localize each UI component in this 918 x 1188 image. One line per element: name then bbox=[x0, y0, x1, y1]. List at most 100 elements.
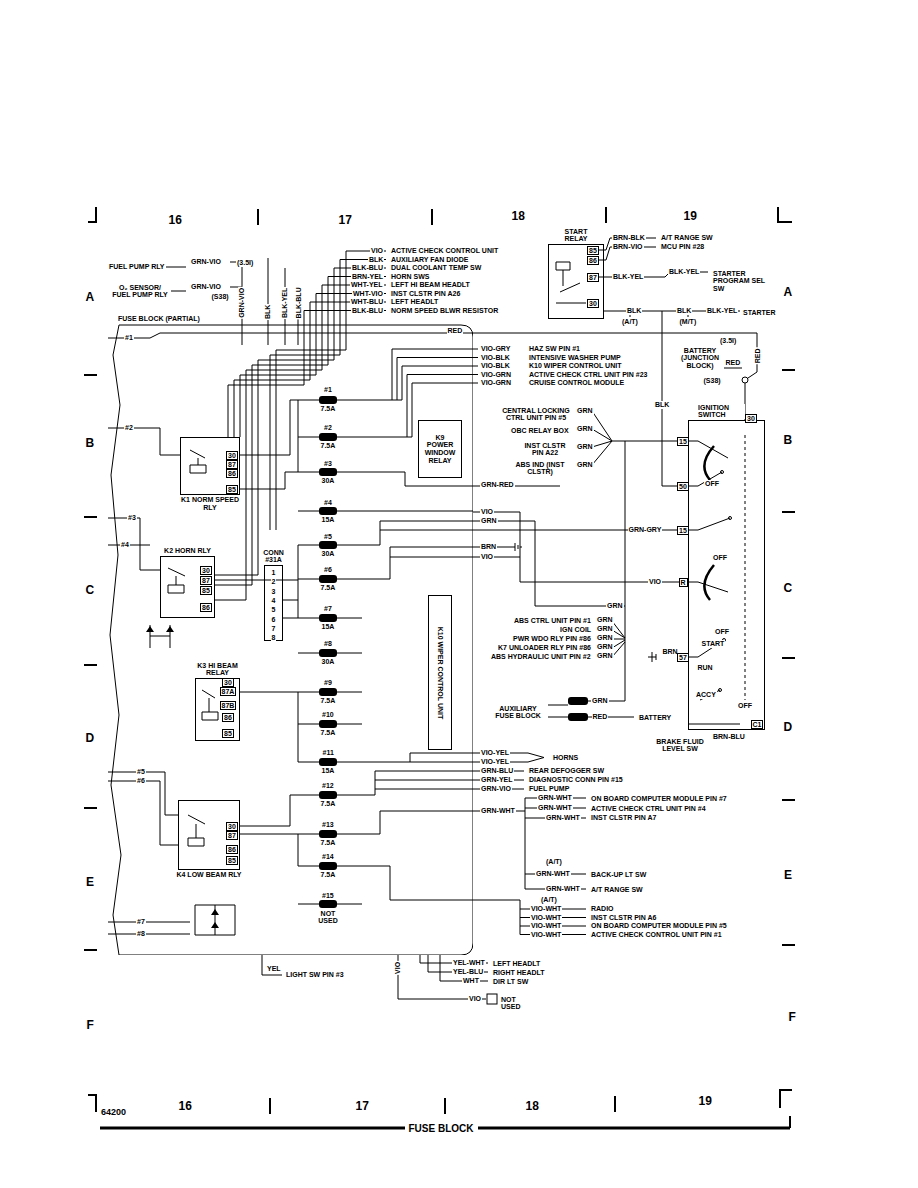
circuit-label: BLK-BLU bbox=[351, 264, 384, 272]
circuit-label: ABS IND (INST CLSTR) bbox=[511, 461, 569, 476]
circuit-label: CRUISE CONTROL MODULE bbox=[528, 379, 625, 387]
circuit-label: VIO-YEL bbox=[480, 749, 510, 757]
circuit-label: GRN bbox=[596, 643, 614, 651]
wire-label: VIO bbox=[648, 578, 662, 586]
fuse-block: FUSE BLOCK (PARTIAL)K1 NORM SPEED RLYK9 … bbox=[105, 315, 473, 955]
circuit-label: LEFT HEADLT bbox=[390, 298, 439, 306]
terminal-number: 87 bbox=[587, 273, 599, 282]
circuit-label: 4 bbox=[271, 597, 277, 605]
circuit-label: REAR DEFOGGER SW bbox=[528, 767, 605, 775]
circuit-label: 7.5A bbox=[320, 839, 337, 847]
circuit-label: (S38) bbox=[703, 377, 722, 385]
circuit-label: (M/T) bbox=[679, 318, 698, 326]
grid-reference: 17 bbox=[338, 214, 353, 227]
circuit-label: VIO bbox=[370, 247, 384, 255]
circuit-label: #15 bbox=[321, 892, 335, 900]
circuit-label: BLK-BLU bbox=[294, 286, 302, 319]
circuit-label: WHT-YEL bbox=[350, 281, 384, 289]
circuit-label: DUAL COOLANT TEMP SW bbox=[390, 264, 482, 272]
circuit-label: 5 bbox=[271, 606, 277, 614]
grid-reference: D bbox=[783, 721, 794, 734]
circuit-label: 7.5A bbox=[320, 871, 337, 879]
grid-reference: D bbox=[85, 732, 96, 745]
circuit-label: BLK-YEL bbox=[612, 273, 644, 281]
terminal-number: 86 bbox=[587, 256, 599, 265]
circuit-label: BRN bbox=[480, 543, 497, 551]
circuit-label: 6 bbox=[271, 616, 277, 624]
wire-label: GRN-GRY bbox=[628, 526, 663, 534]
terminal-number: 57 bbox=[677, 653, 689, 662]
circuit-label: VIO bbox=[480, 508, 494, 516]
circuit-label: (3.5I) bbox=[719, 337, 737, 345]
circuit-label: VIO bbox=[394, 961, 402, 975]
circuit-label: VIO-WHT bbox=[530, 905, 562, 913]
node-label: K2 HORN RLY bbox=[163, 547, 212, 555]
circuit-label: INTENSIVE WASHER PUMP bbox=[528, 354, 622, 362]
circuit-label: YEL-BLU bbox=[452, 968, 484, 976]
circuit-label: RED bbox=[725, 359, 742, 367]
circuit-label: WHT bbox=[462, 977, 480, 985]
circuit-label: FUEL PUMP RLY bbox=[108, 263, 166, 271]
circuit-label: HORNS bbox=[552, 754, 579, 762]
circuit-label: STARTER PROGRAM SEL SW bbox=[712, 270, 776, 293]
circuit-label: GRN bbox=[596, 652, 614, 660]
circuit-label: GRN bbox=[576, 461, 594, 469]
circuit-label: 30A bbox=[321, 477, 336, 485]
circuit-label: #4 bbox=[323, 499, 333, 507]
circuit-label: GRN bbox=[480, 517, 498, 525]
node-label: IGNITION SWITCH bbox=[697, 404, 745, 419]
circuit-label: BLK-YEL bbox=[706, 307, 738, 315]
circuit-label: AUXILIARY FUSE BLOCK bbox=[489, 705, 547, 720]
circuit-label: #5 bbox=[136, 768, 146, 776]
circuit-label: GRN-WHT bbox=[480, 807, 516, 815]
circuit-label: VIO-GRY bbox=[480, 345, 511, 353]
grid-reference: E bbox=[85, 876, 95, 889]
circuit-label: #1 bbox=[124, 334, 134, 342]
circuit-label: (A/T) bbox=[621, 318, 639, 326]
grid-reference: A bbox=[783, 286, 794, 299]
circuit-label: BLK bbox=[626, 307, 642, 315]
grid-reference: F bbox=[86, 1019, 95, 1032]
circuit-label: #3 bbox=[323, 460, 333, 468]
circuit-label: BLK bbox=[368, 256, 384, 264]
circuit-label: #8 bbox=[136, 930, 146, 938]
circuit-label: #2 bbox=[323, 424, 333, 432]
circuit-label: OFF bbox=[704, 480, 720, 488]
terminal-number: 30 bbox=[222, 678, 234, 687]
circuit-label: 7.5A bbox=[320, 800, 337, 808]
circuit-label: VIO-GRN bbox=[480, 371, 512, 379]
circuit-label: DIR LT SW bbox=[492, 978, 529, 986]
circuit-label: #13 bbox=[321, 821, 335, 829]
circuit-label: RIGHT HEADLT bbox=[492, 969, 546, 977]
node-label: K4 LOW BEAM RLY bbox=[175, 871, 242, 879]
grid-reference: C bbox=[85, 584, 96, 597]
terminal-number: 87A bbox=[220, 687, 237, 696]
circuit-label: GRN-YEL bbox=[480, 776, 514, 784]
terminal-number: 87 bbox=[226, 831, 238, 840]
circuit-label: #5 bbox=[323, 533, 333, 541]
terminal-number: 30 bbox=[745, 414, 757, 423]
grid-reference: 16 bbox=[178, 1100, 193, 1113]
circuit-label: GRN-VIO bbox=[480, 785, 512, 793]
circuit-label: VIO-WHT bbox=[530, 931, 562, 939]
grid-reference: E bbox=[783, 869, 793, 882]
terminal-number: 87 bbox=[200, 576, 212, 585]
circuit-label: (3.5I) bbox=[236, 259, 254, 267]
circuit-label: GRN-VIO bbox=[238, 287, 246, 319]
circuit-label: #1 bbox=[323, 386, 333, 394]
circuit-label: GRN-VIO bbox=[190, 258, 222, 266]
terminal-number: R bbox=[679, 578, 688, 587]
terminal-number: 86 bbox=[222, 713, 234, 722]
circuit-label: BRN-YEL bbox=[351, 273, 384, 281]
circuit-label: #2 bbox=[124, 424, 134, 432]
drawing-number: 64200 bbox=[100, 1108, 127, 1118]
diagram-title: FUSE BLOCK bbox=[405, 1123, 478, 1134]
circuit-label: ON BOARD COMPUTER MODULE PIN #7 bbox=[590, 795, 728, 803]
circuit-label: VIO-BLK bbox=[480, 362, 511, 370]
circuit-label: STARTER bbox=[742, 309, 777, 317]
circuit-label: BATTERY (JUNCTION BLOCK) bbox=[676, 347, 724, 370]
circuit-label: #14 bbox=[321, 853, 335, 861]
circuit-label: NOT USED bbox=[312, 910, 344, 925]
